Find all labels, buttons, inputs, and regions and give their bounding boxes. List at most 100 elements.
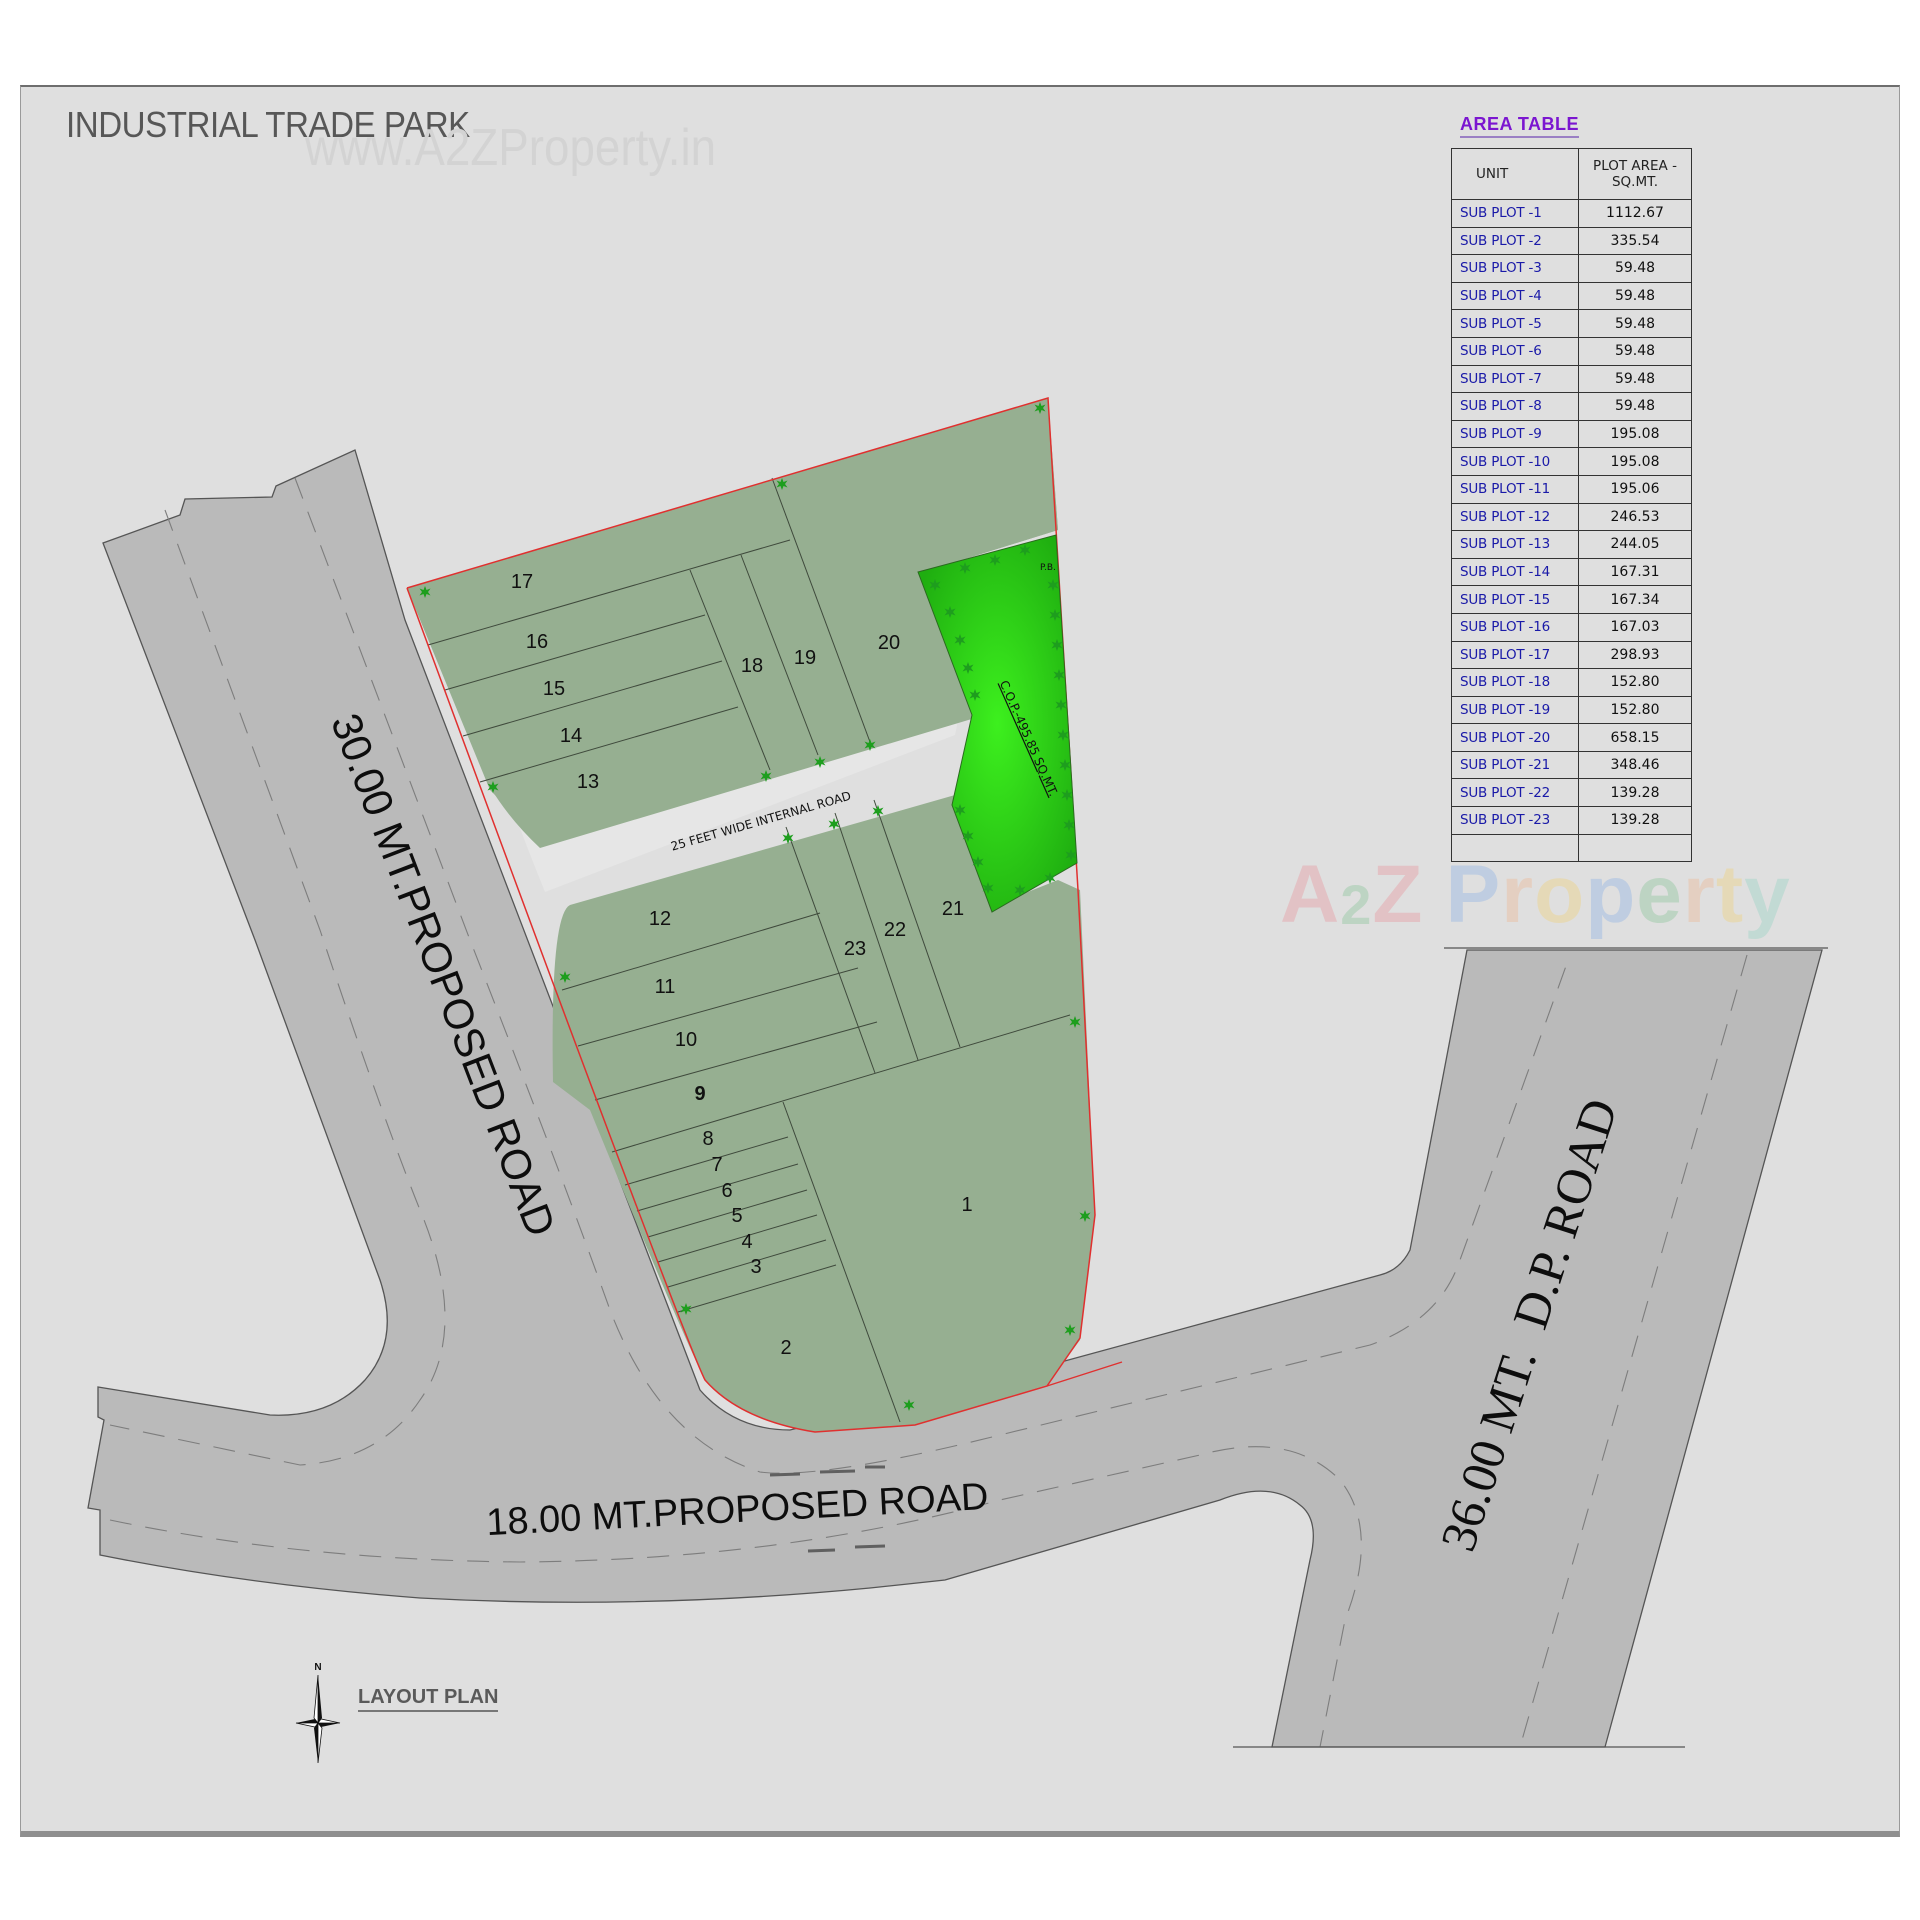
plot-label-13: 13 bbox=[577, 771, 599, 793]
area-cell: 658.15 bbox=[1578, 723, 1692, 752]
plot-label-9: 9 bbox=[694, 1083, 705, 1105]
unit-cell: SUB PLOT -13 bbox=[1451, 530, 1579, 559]
area-cell: 59.48 bbox=[1578, 364, 1692, 394]
area-table-title: AREA TABLE bbox=[1460, 114, 1579, 138]
plot-label-1: 1 bbox=[961, 1194, 972, 1216]
unit-cell: SUB PLOT -1 bbox=[1451, 199, 1579, 228]
plot-label-18: 18 bbox=[741, 655, 763, 677]
north-arrow-icon: N bbox=[295, 1662, 341, 1764]
area-cell: 348.46 bbox=[1578, 750, 1692, 780]
area-cell: 59.48 bbox=[1578, 254, 1692, 283]
watermark-letter: e bbox=[1636, 849, 1683, 940]
area-cell: 59.48 bbox=[1578, 281, 1692, 311]
area-cell: 59.48 bbox=[1578, 309, 1692, 338]
unit-cell: SUB PLOT -3 bbox=[1451, 254, 1579, 283]
plot-label-7: 7 bbox=[711, 1154, 722, 1176]
page-title: INDUSTRIAL TRADE PARK bbox=[66, 104, 470, 145]
plot-label-21: 21 bbox=[942, 898, 964, 920]
area-cell bbox=[1578, 833, 1692, 863]
area-cell: 167.03 bbox=[1578, 612, 1692, 642]
unit-cell: SUB PLOT -11 bbox=[1451, 474, 1579, 504]
site-boundary bbox=[406, 397, 1096, 1433]
open-space-cop bbox=[917, 534, 1078, 913]
area-cell: 195.08 bbox=[1578, 419, 1692, 449]
area-cell: 139.28 bbox=[1578, 778, 1692, 808]
plot-label-23: 23 bbox=[844, 938, 866, 960]
unit-cell: SUB PLOT -16 bbox=[1451, 612, 1579, 642]
watermark-letter: o bbox=[1534, 849, 1586, 940]
unit-cell: SUB PLOT -14 bbox=[1451, 557, 1579, 587]
area-cell: 152.80 bbox=[1578, 668, 1692, 697]
watermark-letter: r bbox=[1682, 849, 1716, 940]
plot-label-14: 14 bbox=[560, 725, 582, 747]
area-cell: 167.31 bbox=[1578, 557, 1692, 587]
plot-label-8: 8 bbox=[702, 1128, 713, 1150]
plot-label-3: 3 bbox=[750, 1256, 761, 1278]
unit-cell: SUB PLOT -9 bbox=[1451, 419, 1579, 449]
watermark-logo: A2Z Property bbox=[1280, 848, 1791, 942]
column-header-area: PLOT AREA - SQ.MT. bbox=[1578, 148, 1692, 200]
watermark-url: www.A2ZProperty.in bbox=[305, 119, 717, 177]
road-network bbox=[87, 449, 1823, 1748]
unit-cell: SUB PLOT -6 bbox=[1451, 336, 1579, 366]
area-cell: 1112.67 bbox=[1578, 199, 1692, 228]
watermark-letter: t bbox=[1715, 849, 1745, 940]
pb-label: P.B. bbox=[1040, 563, 1056, 573]
area-cell: 139.28 bbox=[1578, 806, 1692, 835]
area-cell: 298.93 bbox=[1578, 640, 1692, 670]
unit-cell: SUB PLOT -12 bbox=[1451, 502, 1579, 532]
watermark-letter: r bbox=[1501, 849, 1535, 940]
plot-label-17: 17 bbox=[511, 571, 533, 593]
table-row bbox=[1451, 833, 1692, 863]
unit-cell: SUB PLOT -23 bbox=[1451, 806, 1579, 835]
plot-label-5: 5 bbox=[731, 1205, 742, 1227]
plot-label-10: 10 bbox=[675, 1029, 697, 1051]
plot-divisions bbox=[427, 477, 1071, 1423]
plot-label-12: 12 bbox=[649, 908, 671, 930]
area-cell: 244.05 bbox=[1578, 530, 1692, 559]
lane-markings bbox=[109, 477, 1748, 1748]
unit-cell: SUB PLOT -10 bbox=[1451, 447, 1579, 476]
area-cell: 59.48 bbox=[1578, 392, 1692, 421]
plot-label-22: 22 bbox=[884, 919, 906, 941]
plot-label-6: 6 bbox=[721, 1180, 732, 1202]
watermark-letter: A bbox=[1280, 849, 1341, 940]
watermark-letter: Z bbox=[1372, 849, 1424, 940]
plot-label-15: 15 bbox=[543, 678, 565, 700]
unit-cell: SUB PLOT -4 bbox=[1451, 281, 1579, 311]
plot-label-4: 4 bbox=[741, 1231, 752, 1253]
unit-cell: SUB PLOT -7 bbox=[1451, 364, 1579, 394]
area-cell: 167.34 bbox=[1578, 585, 1692, 614]
unit-cell: SUB PLOT -19 bbox=[1451, 695, 1579, 725]
west-road bbox=[87, 449, 1823, 1748]
unit-cell: SUB PLOT -8 bbox=[1451, 392, 1579, 421]
north-label: N bbox=[314, 1662, 321, 1673]
plot-label-16: 16 bbox=[526, 631, 548, 653]
plot-area bbox=[407, 398, 1095, 1432]
unit-cell: SUB PLOT -15 bbox=[1451, 585, 1579, 614]
road-centre-dashes bbox=[769, 1465, 886, 1553]
unit-cell: SUB PLOT -18 bbox=[1451, 668, 1579, 697]
